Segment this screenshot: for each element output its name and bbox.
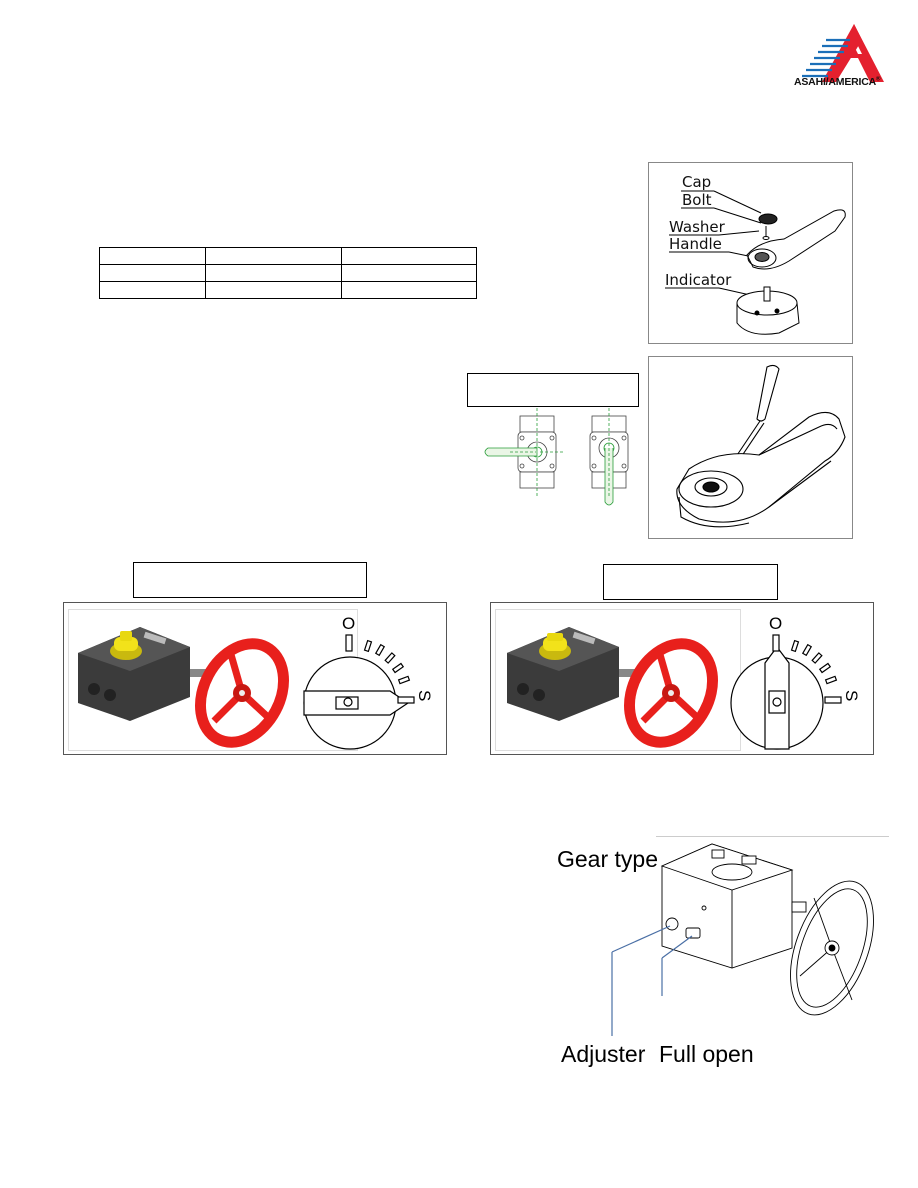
valve-position-caption-box <box>467 373 639 407</box>
spec-table <box>99 247 477 299</box>
table-cell <box>341 281 477 299</box>
washer-label: Washer <box>669 218 725 236</box>
gear-closed-caption-box <box>603 564 778 600</box>
handle-removal-drawing <box>676 364 846 528</box>
table-row <box>99 247 477 265</box>
gear-operator-panel-left: O S <box>63 602 447 755</box>
shut-mark: S <box>415 690 434 701</box>
open-mark: O <box>769 614 782 633</box>
handle-parts-drawing <box>665 190 846 335</box>
valve-orientation-sketch <box>484 408 629 506</box>
handle-exploded-diagram: Cap Bolt Washer Handle Indicator <box>648 162 853 344</box>
gear-type-diagram: Gear type <box>552 836 892 1076</box>
table-cell <box>341 264 477 282</box>
cap-label: Cap <box>682 173 712 191</box>
logo-text: ASAHI/AMERICA <box>794 76 876 88</box>
table-cell <box>99 264 206 282</box>
company-logo: ASAHI/AMERICA® <box>792 20 912 92</box>
position-dial: O S <box>730 614 861 750</box>
table-cell <box>341 247 477 265</box>
gear-type-title: Gear type <box>557 846 658 872</box>
logo-mark <box>802 24 884 82</box>
table-cell <box>205 247 342 265</box>
table-cell <box>99 247 206 265</box>
table-cell <box>205 281 342 299</box>
adjuster-label: Adjuster <box>561 1041 646 1067</box>
gear-operator-illustration <box>78 627 289 748</box>
table-row <box>99 264 477 282</box>
table-cell <box>99 281 206 299</box>
handle-label: Handle <box>669 235 722 253</box>
top-rule <box>656 836 889 837</box>
handle-removal-diagram <box>648 356 853 539</box>
open-mark: O <box>342 614 355 633</box>
full-open-label: Full open <box>659 1041 754 1067</box>
gear-operator-illustration <box>507 627 718 748</box>
shut-mark: S <box>842 690 861 701</box>
registered-mark: ® <box>876 76 881 83</box>
indicator-label: Indicator <box>665 271 732 289</box>
table-row <box>99 281 477 299</box>
gear-type-drawing <box>611 843 874 1036</box>
table-cell <box>205 264 342 282</box>
gear-operator-panel-right: O S <box>490 602 874 755</box>
bolt-label: Bolt <box>682 191 712 209</box>
gear-open-caption-box <box>133 562 367 598</box>
position-dial: O S <box>303 614 434 750</box>
